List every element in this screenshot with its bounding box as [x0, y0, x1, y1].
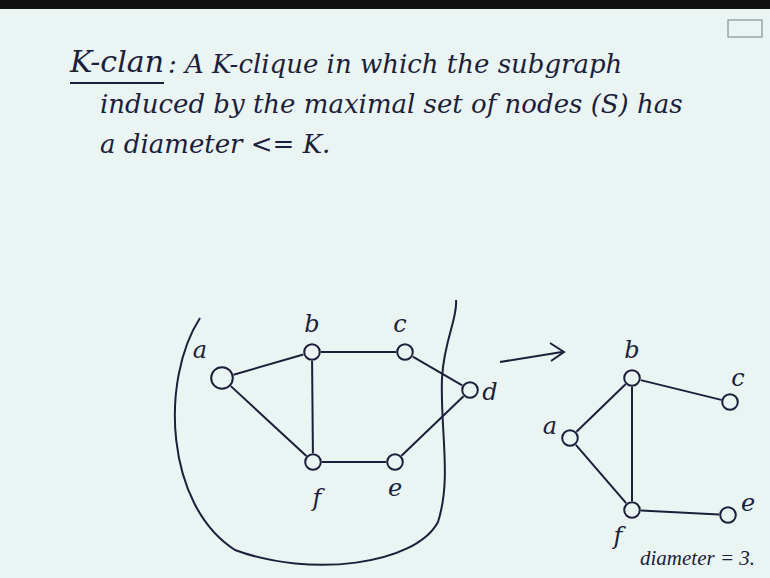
graph-node: a [210, 366, 234, 390]
stamp [728, 20, 762, 37]
graph-node: e [386, 453, 404, 471]
graph-edge [231, 386, 307, 456]
graph-node: d [461, 381, 479, 399]
node-outline [387, 454, 403, 470]
title: K-clan [70, 42, 164, 84]
node-label: c [731, 366, 744, 390]
top-bar [0, 0, 770, 9]
node-circle [396, 343, 414, 361]
graph-edge [322, 462, 386, 463]
node-circle [561, 429, 579, 447]
graph-edge [576, 384, 625, 431]
node-label: c [393, 312, 406, 336]
node-circle [386, 453, 404, 471]
graph-edge [321, 352, 396, 353]
node-circle [461, 381, 479, 399]
node-label: f [313, 486, 322, 510]
node-label: f [614, 524, 623, 548]
node-outline [462, 382, 478, 398]
graph-edge [413, 357, 462, 386]
graph-edge [312, 361, 314, 453]
graph-node: a [561, 429, 579, 447]
node-label: b [304, 312, 319, 336]
graph-edge [401, 396, 463, 456]
enclosing-loop [175, 300, 456, 565]
node-label: e [741, 491, 755, 515]
node-outline [722, 394, 738, 410]
graph-node: f [304, 453, 322, 471]
node-outline [624, 502, 640, 518]
node-circle [303, 343, 321, 361]
node-outline [397, 344, 413, 360]
graph-node: b [303, 343, 321, 361]
definition-text: : A K-clique in which the subgraph induc… [100, 44, 700, 164]
node-label: d [482, 380, 497, 404]
node-outline [624, 370, 640, 386]
node-outline [304, 344, 320, 360]
node-circle [304, 453, 322, 471]
graph-node: c [721, 393, 739, 411]
diameter-note: diameter = 3. [640, 545, 765, 571]
graph-node: b [623, 369, 641, 387]
node-outline [562, 430, 578, 446]
node-label: a [543, 414, 557, 438]
graph-edge [641, 510, 719, 514]
graph-edge [641, 380, 722, 400]
graph-edge [234, 354, 304, 374]
node-outline [720, 507, 736, 523]
graph-edge [576, 445, 626, 503]
graph-edge [632, 387, 633, 501]
node-circle [719, 506, 737, 524]
node-circle [721, 393, 739, 411]
node-circle [210, 366, 234, 390]
node-label: a [193, 338, 207, 362]
graph-node: c [396, 343, 414, 361]
node-label: b [624, 338, 639, 362]
arrow-head [550, 343, 564, 361]
node-outline [305, 454, 321, 470]
node-outline [211, 367, 233, 389]
node-circle [623, 501, 641, 519]
graph-node: e [719, 506, 737, 524]
node-label: e [388, 476, 402, 500]
graph-node: f [623, 501, 641, 519]
node-circle [623, 369, 641, 387]
